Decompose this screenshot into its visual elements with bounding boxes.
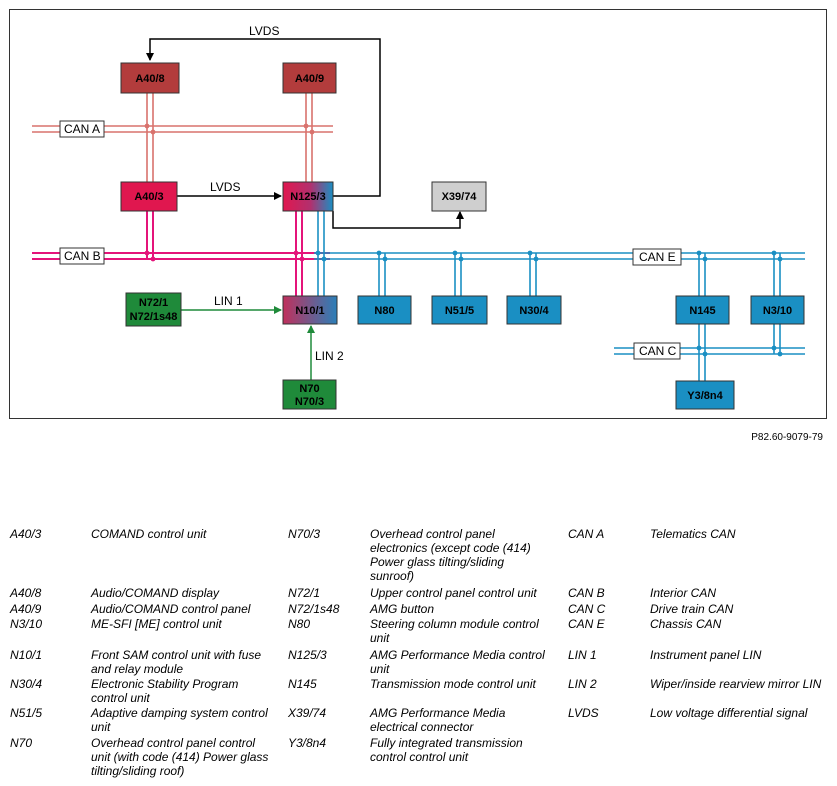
legend-description: Interior CAN <box>650 586 717 600</box>
node-n10-1-label: N10/1 <box>295 305 324 317</box>
legend-description: Transmission mode control unit <box>370 677 536 691</box>
legend-description: Chassis CAN <box>650 617 722 631</box>
node-n80-label: N80 <box>374 305 394 317</box>
legend-code: X39/74 <box>288 706 327 720</box>
legend-description: Audio/COMAND control panel <box>91 602 251 616</box>
legend-description: Wiper/inside rearview mirror LIN <box>650 677 822 691</box>
legend-code: A40/9 <box>10 602 42 616</box>
legend-code: N72/1s48 <box>288 602 340 616</box>
network-diagram: LVDS LVDS LIN 1 LIN 2 CAN A CAN B CAN E … <box>32 24 805 410</box>
node-n30-4: N30/4 <box>506 295 562 325</box>
node-a40-3: A40/3 <box>120 181 178 212</box>
legend-description: Adaptive damping system control unit <box>91 706 268 734</box>
can-e-bus <box>314 252 805 260</box>
node-n72-1-label: N72/1 <box>139 297 168 309</box>
lin2-label: LIN 2 <box>315 349 344 363</box>
node-n30-4-label: N30/4 <box>519 305 549 317</box>
legend-code: N70/3 <box>288 527 321 541</box>
can-e-label: CAN E <box>632 248 682 266</box>
lvds-top-arrow <box>146 38 381 197</box>
legend-code: N51/5 <box>10 706 43 720</box>
can-b-label: CAN B <box>59 247 105 265</box>
can-c-label-text: CAN C <box>639 344 677 358</box>
can-b-label-text: CAN B <box>64 249 101 263</box>
node-a40-8: A40/8 <box>120 62 180 94</box>
node-x39-74: X39/74 <box>431 181 487 212</box>
legend-code: N70 <box>10 736 33 750</box>
legend-code: LVDS <box>568 706 599 720</box>
legend-code: N10/1 <box>10 648 43 662</box>
node-n51-5: N51/5 <box>431 295 488 325</box>
legend-code: N125/3 <box>288 648 327 662</box>
a40-9-drop <box>305 93 313 182</box>
legend-code: N72/1 <box>288 586 321 600</box>
node-n51-5-label: N51/5 <box>445 305 474 317</box>
legend-description: AMG Performance Media electrical connect… <box>370 706 506 734</box>
node-n80: N80 <box>357 295 412 325</box>
legend-description: Drive train CAN <box>650 602 734 616</box>
lin1-label: LIN 1 <box>214 294 243 308</box>
node-n10-1: N10/1 <box>282 295 338 325</box>
legend-code: LIN 2 <box>568 677 597 691</box>
lvds-mid-label: LVDS <box>210 180 240 194</box>
legend-description: Instrument panel LIN <box>650 648 762 662</box>
legend-description: Steering column module control unit <box>370 617 539 645</box>
node-a40-9: A40/9 <box>282 62 337 94</box>
legend-description: Audio/COMAND display <box>91 586 220 600</box>
legend-code: CAN A <box>568 527 605 541</box>
node-n3-10: N3/10 <box>750 295 805 325</box>
node-x39-74-label: X39/74 <box>442 191 478 203</box>
legend-code: N145 <box>288 677 317 691</box>
node-a40-9-label: A40/9 <box>295 73 324 85</box>
legend-code: CAN E <box>568 617 605 631</box>
node-n70: N70 N70/3 <box>282 379 337 410</box>
legend-code: N3/10 <box>10 617 43 631</box>
reference-code: P82.60-9079-79 <box>751 432 823 443</box>
legend-code: Y3/8n4 <box>288 736 327 750</box>
can-a-label: CAN A <box>59 120 105 138</box>
legend-description: ME-SFI [ME] control unit <box>91 617 222 631</box>
can-e-label-text: CAN E <box>639 250 676 264</box>
legend-description: COMAND control unit <box>91 527 207 541</box>
legend-code: N80 <box>288 617 311 631</box>
legend-description: Overhead control panel electronics (exce… <box>370 527 531 583</box>
node-a40-8-label: A40/8 <box>135 73 164 85</box>
node-n70-label: N70 <box>299 383 319 395</box>
node-n145: N145 <box>675 295 730 325</box>
legend-code: N30/4 <box>10 677 43 691</box>
lvds-top-label: LVDS <box>249 24 279 38</box>
x39-74-arrow <box>332 211 464 229</box>
legend-code: LIN 1 <box>568 648 597 662</box>
junction-dots <box>144 123 783 357</box>
network-diagram-frame <box>9 9 827 419</box>
can-c-label: CAN C <box>633 342 681 360</box>
node-n72-1: N72/1 N72/1s48 <box>125 292 182 327</box>
legend-description: AMG Performance Media control unit <box>370 648 545 676</box>
node-n70-3-label: N70/3 <box>295 396 324 408</box>
node-a40-3-label: A40/3 <box>134 191 163 203</box>
legend-description: Electronic Stability Program control uni… <box>91 677 239 705</box>
legend-description: Fully integrated transmission control co… <box>370 736 523 764</box>
legend-description: Front SAM control unit with fuse and rel… <box>91 648 262 676</box>
legend-description: Upper control panel control unit <box>370 586 537 600</box>
legend-description: Low voltage differential signal <box>650 706 808 720</box>
node-n3-10-label: N3/10 <box>763 305 792 317</box>
can-a-label-text: CAN A <box>64 122 100 136</box>
node-y3-8n4-label: Y3/8n4 <box>687 390 723 402</box>
node-y3-8n4: Y3/8n4 <box>675 380 735 410</box>
node-n145-label: N145 <box>689 305 715 317</box>
legend-description: Overhead control panel control unit (wit… <box>91 736 269 778</box>
node-n125-3-label: N125/3 <box>290 191 325 203</box>
node-n72-1s48-label: N72/1s48 <box>130 311 178 323</box>
a40-8-drop <box>146 93 154 182</box>
legend-code: CAN C <box>568 602 606 616</box>
legend-description: AMG button <box>370 602 435 616</box>
legend-code: A40/3 <box>10 527 42 541</box>
legend-code: CAN B <box>568 586 605 600</box>
node-n125-3: N125/3 <box>282 181 334 212</box>
legend-code: A40/8 <box>10 586 42 600</box>
legend-description: Telematics CAN <box>650 527 736 541</box>
